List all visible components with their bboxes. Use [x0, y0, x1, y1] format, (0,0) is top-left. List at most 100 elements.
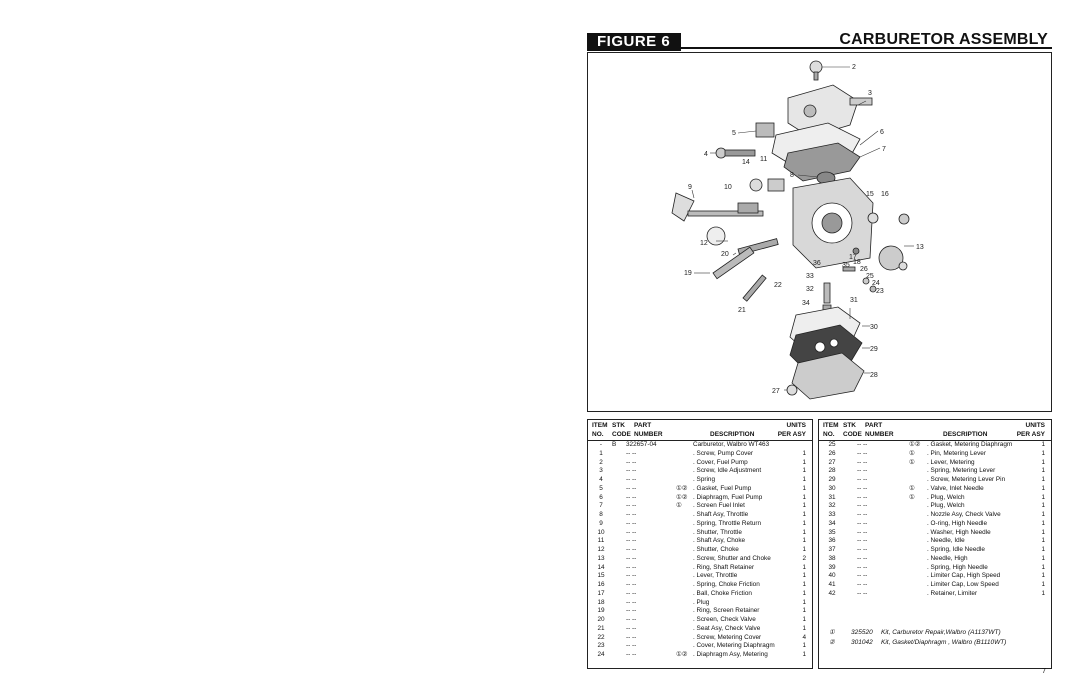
col-units-header-2: PER ASY: [1016, 431, 1045, 438]
callout: 30: [870, 324, 878, 331]
callout: 33: [806, 273, 814, 280]
callout: 26: [860, 266, 868, 273]
part-description: . Valve, Inlet Needle: [927, 484, 984, 492]
kit-note: ① 325520 Kit, Carburetor Repair,Walbro (…: [829, 628, 1049, 638]
part-description: . Limiter Cap, Low Speed: [927, 581, 999, 588]
part-number: -- --: [857, 528, 868, 536]
page-number: 7: [1042, 668, 1046, 675]
item-number: 22: [597, 633, 605, 641]
part-number: -- --: [626, 633, 637, 641]
units-per-assembly: 1: [802, 616, 806, 623]
units-per-assembly: 1: [802, 528, 806, 536]
units-per-assembly: 1: [1041, 572, 1045, 580]
part-number: -- --: [857, 449, 868, 457]
part-number: -- --: [626, 537, 637, 545]
part-number: -- --: [626, 484, 637, 492]
part-description: . Spring, Throttle Return: [693, 519, 762, 527]
units-per-assembly: 1: [1041, 528, 1045, 536]
part-description: . Spring: [693, 476, 716, 483]
item-number: 36: [828, 537, 836, 545]
table-header: ITEM NO. STK CODE PART NUMBER DESCRIPTIO…: [819, 420, 1051, 441]
part-metering-cover: [791, 352, 865, 400]
kit-part-number: 301042: [851, 639, 873, 646]
units-per-assembly: 1: [802, 624, 806, 632]
item-number: 41: [828, 581, 836, 588]
part-number: -- --: [857, 484, 868, 492]
col-stk-header: STK: [843, 422, 856, 429]
col-part-header: PART: [634, 422, 652, 429]
units-per-assembly: 1: [1041, 554, 1045, 562]
part-spring: [755, 122, 775, 138]
callout: 14: [742, 159, 750, 166]
item-number: 32: [828, 502, 836, 510]
units-per-assembly: 1: [802, 511, 806, 518]
item-number: 12: [597, 546, 605, 553]
part-description: . Spring, Choke Friction: [693, 581, 760, 588]
units-per-assembly: 1: [802, 458, 806, 466]
units-per-assembly: 1: [1041, 589, 1045, 597]
part-number: -- --: [626, 572, 637, 580]
part-description: . Diaphragm, Fuel Pump: [693, 493, 763, 501]
item-number: 20: [597, 616, 605, 623]
part-number: -- --: [626, 502, 637, 510]
col-item-header: ITEM: [592, 422, 608, 429]
units-per-assembly: 1: [802, 651, 806, 658]
item-number: 3: [599, 467, 603, 475]
units-per-assembly: 1: [1041, 458, 1045, 466]
item-number: 27: [828, 458, 836, 466]
item-number: 8: [599, 511, 603, 518]
units-per-assembly: 1: [1041, 519, 1045, 527]
part-number: -- --: [626, 624, 637, 632]
part-description: . Gasket, Metering Diaphragm: [927, 441, 1013, 448]
part-number: -- --: [626, 449, 637, 457]
part-number: -- --: [626, 563, 637, 571]
col-units-header: UNITS: [1025, 422, 1046, 429]
item-number: 33: [828, 511, 836, 518]
carburetor-drawing: 2 3 5 6 4 14 11 7 8 9 10 15 16 12 13 20 …: [671, 60, 924, 400]
callout: 4: [704, 151, 708, 158]
part-description: . Nozzle Asy, Check Valve: [927, 511, 1001, 518]
part-choke-lever: [706, 226, 726, 246]
item-number: 18: [597, 598, 605, 606]
part-number: -- --: [857, 581, 868, 588]
item-number: 5: [599, 484, 603, 492]
item-number: 30: [828, 484, 836, 492]
part-description: . Cover, Metering Diaphragm: [693, 642, 775, 650]
part-number: -- --: [626, 589, 637, 597]
callout: 28: [870, 372, 878, 379]
item-number: 11: [597, 537, 605, 545]
part-description: . Screw, Idle Adjustment: [693, 467, 762, 475]
part-number: -- --: [857, 441, 868, 448]
kit-description: Kit, Carburetor Repair,Walbro (A1137WT): [881, 629, 1001, 636]
item-number: 1: [599, 449, 603, 457]
callout: 19: [684, 270, 692, 277]
part-number: -- --: [857, 519, 868, 527]
item-number: 21: [597, 624, 605, 632]
item-number: 34: [828, 519, 836, 527]
part-description: . Plug, Welch: [927, 502, 965, 510]
units-per-assembly: 1: [1041, 537, 1045, 545]
item-number: 2: [599, 458, 603, 466]
part-description: . Ring, Shaft Retainer: [693, 563, 755, 571]
exploded-diagram: 2 3 5 6 4 14 11 7 8 9 10 15 16 12 13 20 …: [587, 52, 1052, 412]
callout: 22: [774, 282, 782, 289]
callout: 25: [866, 273, 874, 280]
col-part-header-2: NUMBER: [634, 431, 663, 438]
units-per-assembly: 1: [802, 589, 806, 597]
